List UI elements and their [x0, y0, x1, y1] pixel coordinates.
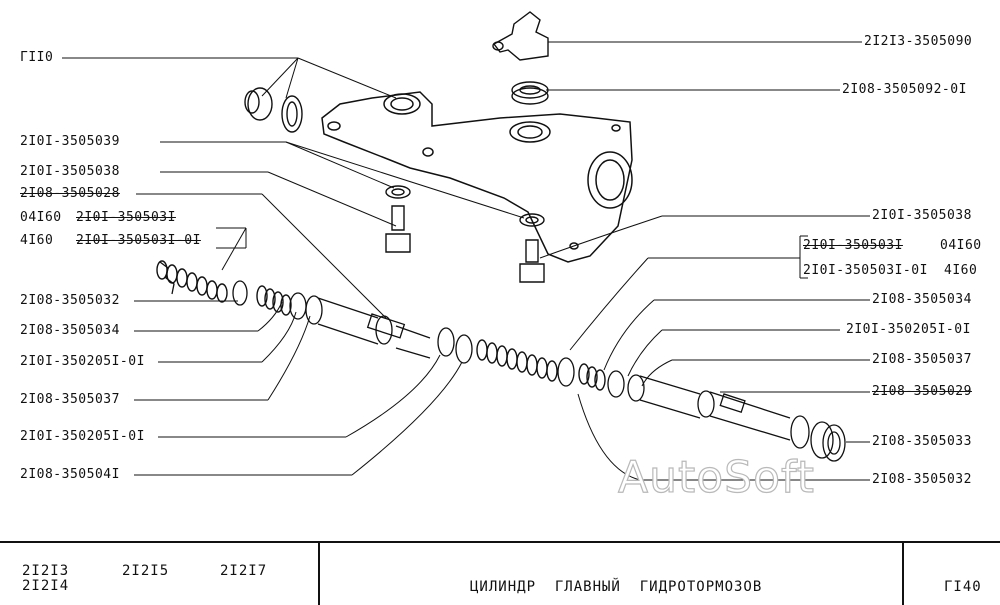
watermark: AutoSoft [617, 451, 815, 503]
label-gii0: ГII0 [20, 50, 54, 65]
label-04160-right: 04I60 [940, 238, 982, 253]
reservoir-fitting [492, 11, 549, 105]
label-2101-3505031-01-left: 2I0I-350503I-0I [76, 233, 201, 248]
label-2101-3505038-right: 2I0I-3505038 [872, 208, 972, 223]
label-2101-3502051-01-right: 2I0I-350205I-0I [846, 322, 971, 337]
label-2101-3505038-left: 2I0I-3505038 [20, 164, 120, 179]
label-21213-3505090: 2I2I3-3505090 [864, 34, 973, 49]
title-block-divider-right [902, 543, 904, 605]
parts-diagram: ГII0 2I0I-3505039 2I0I-3505038 2I08-3505… [20, 11, 982, 504]
label-04160-left: 04I60 [20, 210, 62, 225]
label-2101-3502051-01-a: 2I0I-350205I-0I [20, 354, 145, 369]
title-block-divider-left [318, 543, 320, 605]
title-block: 2I2I3 2I2I5 2I2I7 2I2I4 ЦИЛИНДР ГЛАВНЫЙ … [0, 541, 1000, 605]
label-2108-3505032-right: 2I08-3505032 [872, 472, 972, 487]
piston-assembly [156, 260, 846, 462]
exploded-view-drawing [62, 11, 870, 481]
label-2101-3505039: 2I0I-3505039 [20, 134, 120, 149]
page-number: ГI40 [944, 579, 982, 595]
label-2108-3505034-right: 2I08-3505034 [872, 292, 972, 307]
model-code-4: 2I2I4 [22, 578, 70, 594]
label-2101-3502051-01-b: 2I0I-350205I-0I [20, 429, 145, 444]
label-2101-3505031-right: 2I0I-350503I [803, 238, 903, 253]
label-2108-3505034-left: 2I08-3505034 [20, 323, 120, 338]
label-2108-3505028: 2I08-3505028 [20, 186, 120, 201]
label-2108-3505033: 2I08-3505033 [872, 434, 972, 449]
label-2108-3505029: 2I08-3505029 [872, 384, 972, 399]
stop-bolts [385, 185, 545, 283]
plug-and-washer [244, 87, 303, 133]
label-4160-left: 4I60 [20, 233, 54, 248]
model-code-3: 2I2I7 [220, 563, 268, 579]
label-2101-3505031-left: 2I0I-350503I [76, 210, 176, 225]
model-code-1: 2I2I3 [22, 563, 70, 579]
sheet-title: ЦИЛИНДР ГЛАВНЫЙ ГИДРОТОРМОЗОВ [470, 579, 763, 595]
left-leader-lines [62, 57, 525, 476]
label-2108-3505041: 2I08-350504I [20, 467, 120, 482]
right-leader-lines [539, 41, 870, 481]
cylinder-body [321, 91, 633, 263]
label-4160-right: 4I60 [944, 263, 978, 278]
model-code-2: 2I2I5 [122, 563, 170, 579]
label-2108-3505037-left: 2I08-3505037 [20, 392, 120, 407]
label-2108-3505037-right: 2I08-3505037 [872, 352, 972, 367]
label-2101-3505031-01-right: 2I0I-350503I-0I [803, 263, 928, 278]
label-2108-3505032-left: 2I08-3505032 [20, 293, 120, 308]
label-2108-3505092-01: 2I08-3505092-0I [842, 82, 967, 97]
